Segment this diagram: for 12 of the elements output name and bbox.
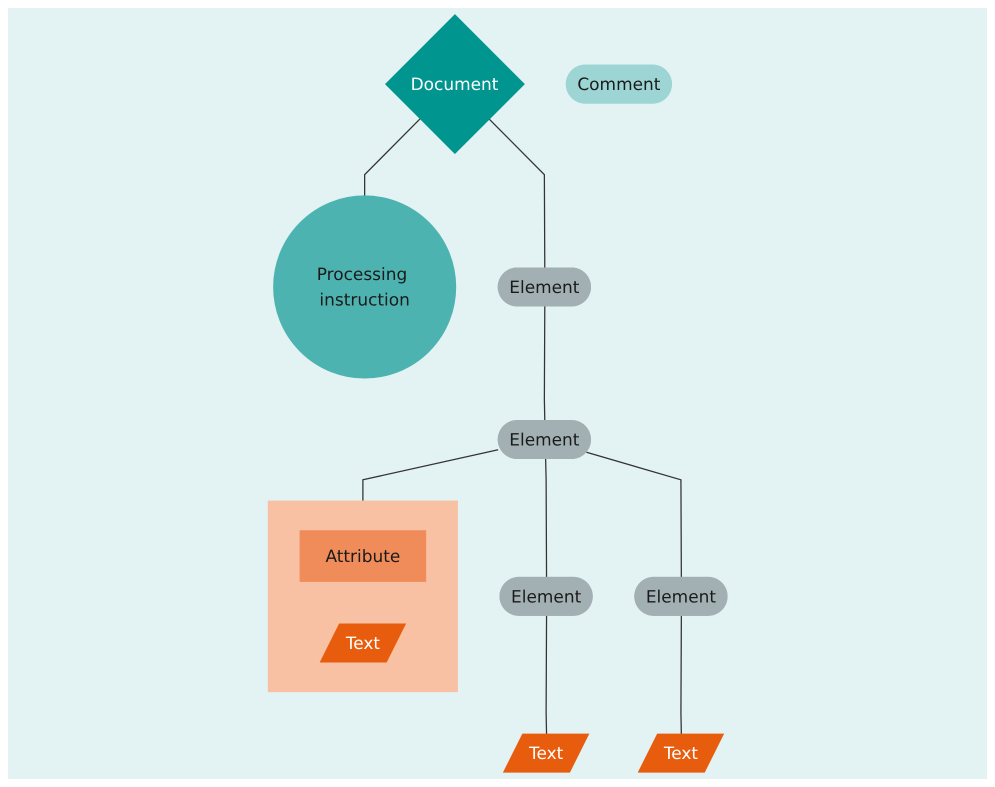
- connector: [364, 118, 420, 196]
- node-circle: Processing instruction: [272, 195, 456, 378]
- connector: [544, 459, 547, 578]
- connector: [680, 616, 682, 735]
- connector: [545, 616, 547, 735]
- connector: [488, 118, 546, 268]
- node-box: Attribute: [299, 530, 426, 582]
- connector: [586, 452, 682, 578]
- connector: [362, 449, 498, 501]
- node-diamond: Document: [384, 14, 525, 154]
- cluster: [268, 500, 458, 692]
- connector: [544, 306, 546, 421]
